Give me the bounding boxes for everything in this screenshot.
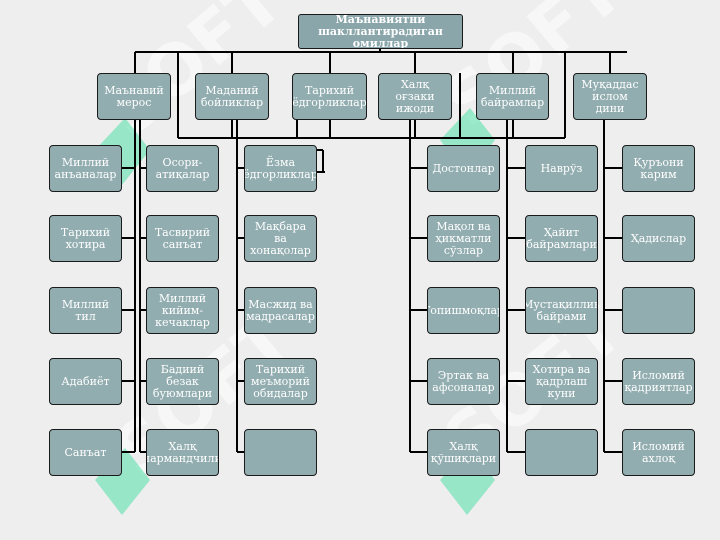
leaf-node-1-3: Миллий тил xyxy=(49,287,122,334)
leaf-label: Наврўз xyxy=(540,161,583,175)
leaf-label: Мақол ва ҳикматли сўзлар xyxy=(435,219,492,257)
leaf-node-4-4: Эртак ва афсоналар xyxy=(427,358,500,405)
leaf-label: Исломий қадриятлар xyxy=(624,368,693,394)
category-node-6: Муқаддас ислом дини xyxy=(573,73,647,120)
leaf-label: Тарихий меъморий обидалар xyxy=(251,362,310,400)
leaf-label: Санъат xyxy=(64,445,107,459)
leaf-node-3-1: Ёзма ёдгорликлар xyxy=(244,145,317,192)
leaf-node-4-2: Мақол ва ҳикматли сўзлар xyxy=(427,215,500,262)
leaf-node-3-4: Тарихий меъморий обидалар xyxy=(244,358,317,405)
leaf-node-5-1: Наврўз xyxy=(525,145,598,192)
category-label: Миллий байрамлар xyxy=(480,83,545,109)
leaf-label: Ёзма ёдгорликлар xyxy=(244,155,317,181)
root-label: Маънавиятни шакллантирадиган омиллар xyxy=(318,14,443,49)
leaf-label: Мустақиллик байрами xyxy=(525,297,598,323)
leaf-node-4-1: Достонлар xyxy=(427,145,500,192)
leaf-node-2-1: Осори-атиқалар xyxy=(146,145,219,192)
leaf-label: Бадиий безак буюмлари xyxy=(152,362,213,400)
category-label: Маънавий мерос xyxy=(104,83,164,109)
leaf-node-5-3: Мустақиллик байрами xyxy=(525,287,598,334)
leaf-label: Миллий тил xyxy=(61,297,110,323)
leaf-node-5-2: Ҳайит байрамлари xyxy=(525,215,598,262)
leaf-label: Тарихий хотира xyxy=(60,225,111,251)
leaf-node-2-5: Халқ ҳунармандчилиги xyxy=(146,429,219,476)
watermark-logo-shape xyxy=(440,108,495,175)
leaf-node-6-2: Ҳадислар xyxy=(622,215,695,262)
leaf-node-2-3: Миллий кийим-кечаклар xyxy=(146,287,219,334)
leaf-label: Ҳадислар xyxy=(630,231,687,245)
leaf-node-5-5 xyxy=(525,429,598,476)
leaf-node-3-3: Масжид ва мадрасалар xyxy=(244,287,317,334)
leaf-node-1-1: Миллий анъаналар xyxy=(49,145,122,192)
leaf-label: Топишмоқлар xyxy=(428,303,500,317)
watermark-logo-shape xyxy=(95,118,150,185)
leaf-label: Тасвирий санъат xyxy=(154,225,211,251)
watermark-logo-shape xyxy=(95,448,150,515)
leaf-node-4-3: Топишмоқлар xyxy=(427,287,500,334)
leaf-label: Адабиёт xyxy=(61,374,110,388)
leaf-node-3-2: Мақбара ва хонақолар xyxy=(244,215,317,262)
leaf-node-1-4: Адабиёт xyxy=(49,358,122,405)
leaf-node-1-5: Санъат xyxy=(49,429,122,476)
leaf-node-4-5: Халқ қўшиқлари xyxy=(427,429,500,476)
leaf-label: Достонлар xyxy=(432,161,495,175)
category-node-4: Халқ оғзаки ижоди xyxy=(378,73,452,120)
leaf-node-5-4: Хотира ва қадрлаш куни xyxy=(525,358,598,405)
leaf-label: Ҳайит байрамлари xyxy=(526,225,597,251)
category-node-2: Маданий бойликлар xyxy=(195,73,269,120)
leaf-label: Миллий анъаналар xyxy=(54,155,117,181)
category-label: Халқ оғзаки ижоди xyxy=(395,77,435,115)
category-node-1: Маънавий мерос xyxy=(97,73,171,120)
leaf-node-6-3 xyxy=(622,287,695,334)
leaf-node-6-5: Исломий ахлоқ xyxy=(622,429,695,476)
leaf-label: Масжид ва мадрасалар xyxy=(246,297,315,323)
leaf-label: Миллий кийим-кечаклар xyxy=(155,291,210,329)
category-label: Маданий бойликлар xyxy=(200,83,264,109)
root-node: Маънавиятни шакллантирадиган омиллар xyxy=(298,14,463,49)
leaf-node-2-4: Бадиий безак буюмлари xyxy=(146,358,219,405)
leaf-node-2-2: Тасвирий санъат xyxy=(146,215,219,262)
leaf-node-6-1: Қуръони карим xyxy=(622,145,695,192)
category-node-5: Миллий байрамлар xyxy=(476,73,549,120)
leaf-label: Қуръони карим xyxy=(633,155,684,181)
category-label: Тарихий ёдгорликлар xyxy=(292,83,367,109)
leaf-node-6-4: Исломий қадриятлар xyxy=(622,358,695,405)
category-node-3: Тарихий ёдгорликлар xyxy=(292,73,367,120)
leaf-node-3-5 xyxy=(244,429,317,476)
leaf-node-1-2: Тарихий хотира xyxy=(49,215,122,262)
leaf-label: Мақбара ва хонақолар xyxy=(250,219,311,257)
leaf-label: Халқ қўшиқлари xyxy=(430,439,497,465)
leaf-label: Исломий ахлоқ xyxy=(632,439,685,465)
leaf-label: Эртак ва афсоналар xyxy=(432,368,495,394)
leaf-label: Осори-атиқалар xyxy=(155,155,210,181)
category-label: Муқаддас ислом дини xyxy=(581,77,639,115)
leaf-label: Хотира ва қадрлаш куни xyxy=(532,362,591,400)
leaf-label: Халқ ҳунармандчилиги xyxy=(147,439,218,465)
